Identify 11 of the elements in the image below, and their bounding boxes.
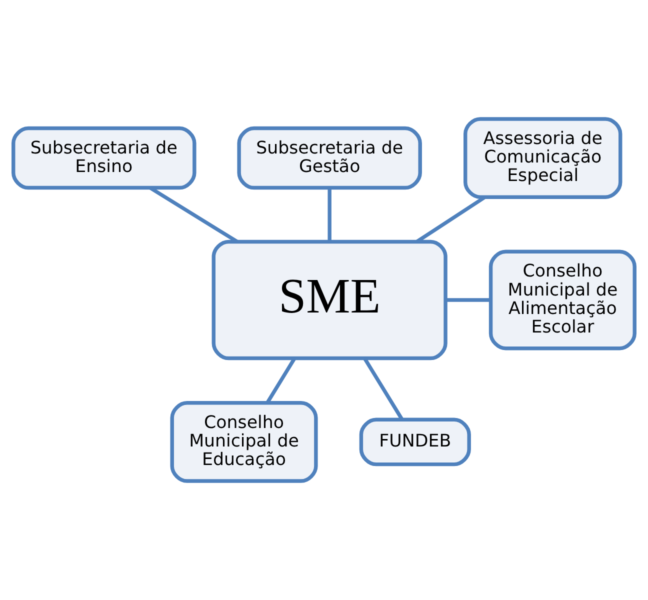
node-box: FUNDEB — [359, 418, 471, 466]
node-box: Subsecretaria de Gestão — [237, 126, 422, 190]
node-box: SME — [212, 240, 448, 360]
connector — [266, 357, 296, 404]
node-box: Conselho Municipal de Alimentação Escolar — [488, 250, 636, 350]
node-box: Assessoria de Comunicação Especial — [464, 117, 622, 199]
node-box: Conselho Municipal de Educação — [170, 401, 318, 483]
node-box: Subsecretaria de Ensino — [12, 126, 196, 190]
connector — [446, 298, 490, 302]
connector — [328, 188, 332, 242]
connector — [363, 357, 404, 420]
